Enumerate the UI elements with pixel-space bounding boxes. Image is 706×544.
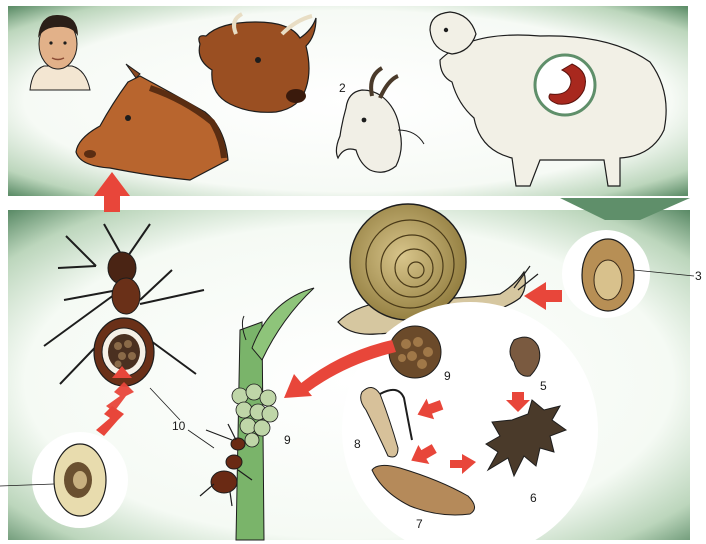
label-3: 3 [695,269,702,283]
label-5: 5 [540,379,547,393]
label-9-grass: 9 [284,433,291,447]
cyst-mass-9 [389,326,441,378]
label-8: 8 [354,437,361,451]
label-9-cyst: 9 [444,369,451,383]
label-6: 6 [530,491,537,505]
label-10: 10 [172,419,186,433]
label-2: 2 [339,81,346,95]
label-7: 7 [416,517,423,531]
